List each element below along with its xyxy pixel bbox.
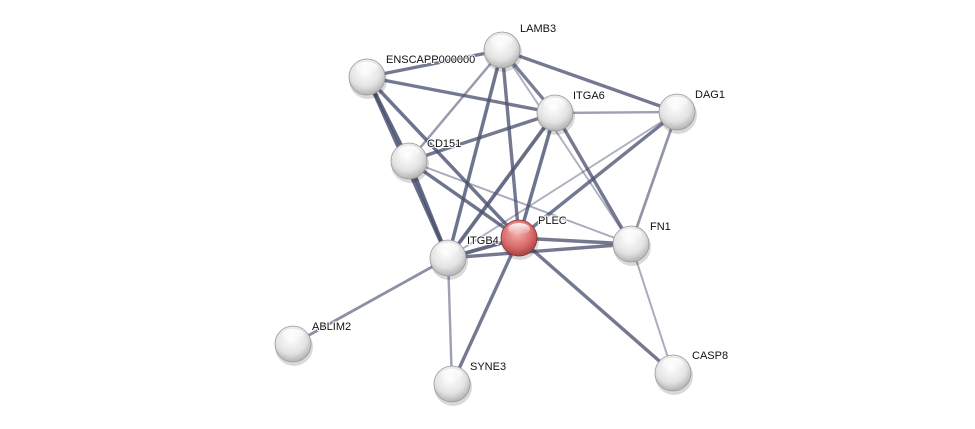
edge-lamb3-plec[interactable]: [500, 49, 521, 239]
node-label: ITGA6: [573, 90, 605, 102]
node-label: FN1: [650, 221, 671, 233]
edge-plec-syne3[interactable]: [450, 237, 521, 385]
node-highlight: [441, 369, 463, 381]
node-highlight: [666, 97, 688, 109]
edge-enscapp000000-lamb3[interactable]: [366, 48, 503, 79]
node-dag1[interactable]: DAG1: [658, 88, 726, 134]
node-label: ITGB4: [467, 235, 499, 247]
node-ablim2[interactable]: ABLIM2: [274, 320, 352, 366]
edges-layer: [292, 48, 679, 385]
edge-cd151-fn1[interactable]: [408, 160, 632, 245]
edge-dag1-itgb4[interactable]: [447, 111, 678, 259]
edge-lamb3-fn1[interactable]: [501, 49, 632, 245]
edge-dag1-fn1[interactable]: [629, 111, 679, 245]
edge-plec-casp8[interactable]: [517, 236, 675, 375]
node-cd151[interactable]: CD151: [390, 137, 462, 183]
node-plec[interactable]: PLEC: [500, 214, 568, 260]
node-casp8[interactable]: CASP8: [654, 349, 729, 395]
node-itga6[interactable]: ITGA6: [536, 89, 606, 135]
node-label: ENSCAPP000000: [386, 54, 475, 66]
edge-enscapp000000-plec[interactable]: [365, 75, 521, 240]
node-highlight: [662, 358, 684, 370]
node-highlight: [491, 35, 513, 47]
node-syne3[interactable]: SYNE3: [433, 360, 507, 406]
edge-lamb3-cd151[interactable]: [408, 49, 503, 162]
edge-itga6-itgb4[interactable]: [446, 111, 557, 260]
node-highlight: [508, 223, 530, 235]
node-label: LAMB3: [520, 23, 556, 35]
edge-itga6-plec[interactable]: [517, 112, 557, 239]
node-itgb4[interactable]: ITGB4: [429, 234, 500, 280]
edge-dag1-plec[interactable]: [517, 110, 679, 240]
node-label: CASP8: [692, 350, 728, 362]
edge-lamb3-dag1[interactable]: [501, 48, 678, 114]
node-highlight: [620, 229, 642, 241]
node-highlight: [356, 62, 378, 74]
edge-itga6-dag1[interactable]: [554, 110, 678, 115]
edge-fn1-casp8[interactable]: [630, 243, 674, 374]
node-fn1[interactable]: FN1: [612, 220, 672, 266]
node-highlight: [437, 243, 459, 255]
node-label: CD151: [427, 138, 461, 150]
node-highlight: [544, 98, 566, 110]
node-label: ABLIM2: [312, 321, 351, 333]
edge-itgb4-fn1[interactable]: [447, 242, 632, 260]
edge-plec-fn1[interactable]: [518, 236, 632, 246]
edge-enscapp000000-itga6[interactable]: [366, 75, 556, 115]
edge-itgb4-ablim2[interactable]: [292, 256, 449, 346]
edge-lamb3-itgb4[interactable]: [446, 49, 504, 259]
edge-itga6-cd151[interactable]: [408, 111, 556, 163]
node-highlight: [282, 329, 304, 341]
node-label: DAG1: [695, 89, 725, 101]
node-label: SYNE3: [470, 361, 506, 373]
edge-cd151-plec[interactable]: [407, 159, 521, 240]
node-enscapp000000[interactable]: ENSCAPP000000: [348, 53, 476, 99]
node-highlight: [398, 146, 420, 158]
node-label: PLEC: [538, 215, 567, 227]
edge-itgb4-syne3[interactable]: [446, 257, 454, 385]
node-lamb3[interactable]: LAMB3: [483, 22, 557, 72]
